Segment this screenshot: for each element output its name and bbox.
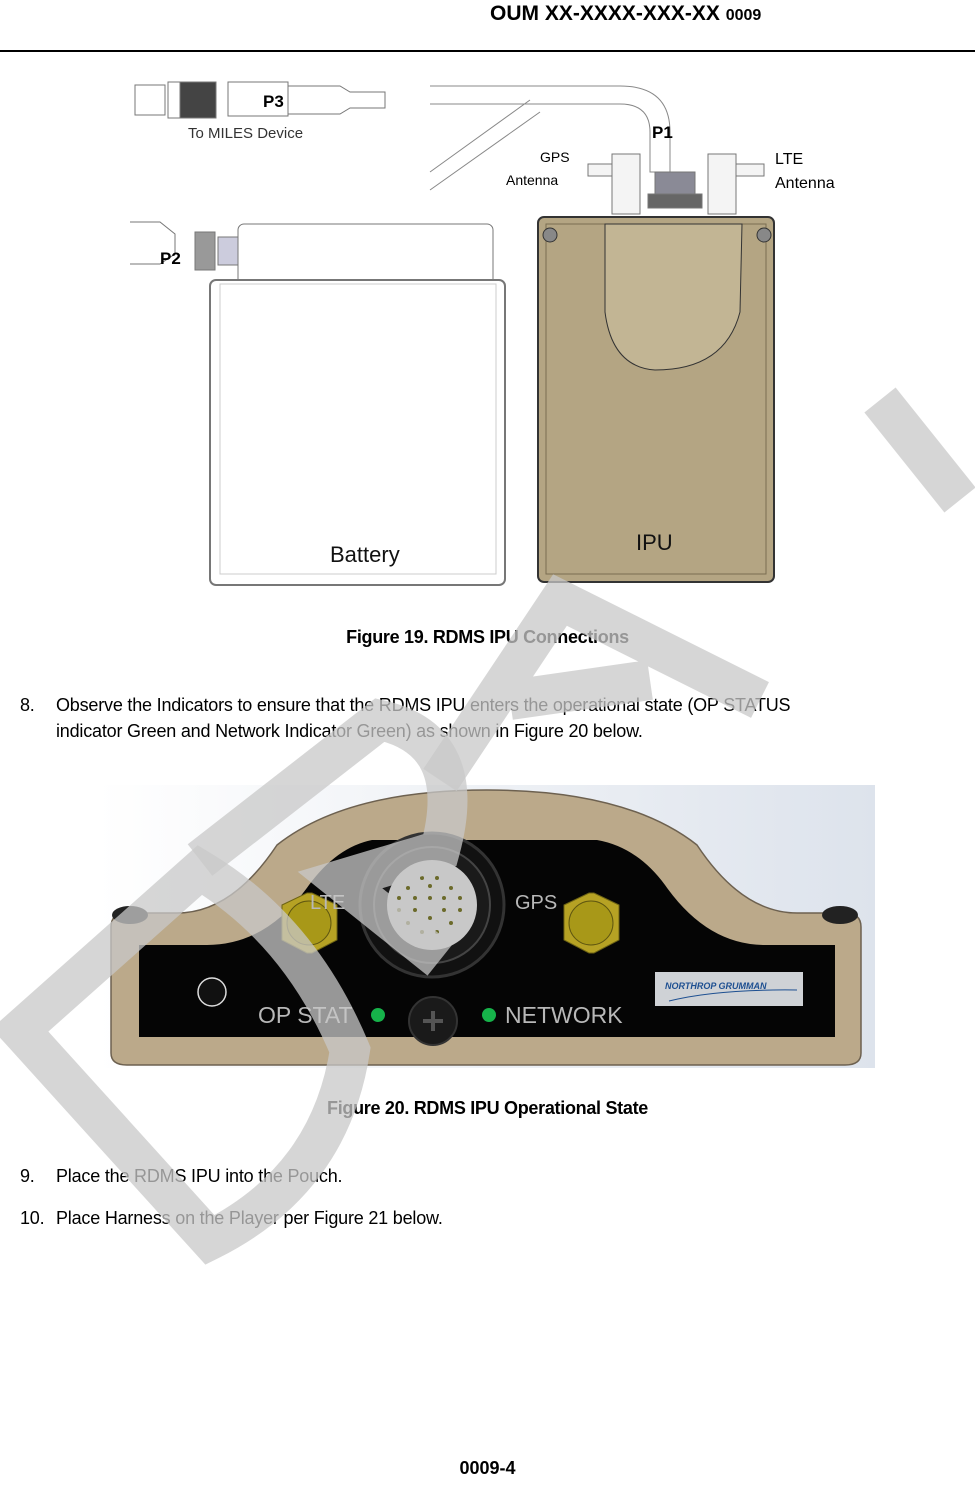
doc-id: OUM XX-XXXX-XXX-XX xyxy=(490,2,720,25)
network-led-icon xyxy=(482,1008,496,1022)
p3-label: P3 xyxy=(263,92,284,111)
p3-connector xyxy=(134,81,386,119)
brand-logo: NORTHROP GRUMMAN xyxy=(665,981,767,991)
lte-label: LTE xyxy=(310,892,345,914)
step-9: 9. Place the RDMS IPU into the Pouch. xyxy=(20,1163,960,1189)
network-label: NETWORK xyxy=(505,1002,623,1028)
figure-19-caption: Figure 19. RDMS IPU Connections xyxy=(346,627,629,647)
to-miles-label: To MILES Device xyxy=(188,125,303,142)
gps-antenna-label-2: Antenna xyxy=(506,172,558,188)
figure-20-caption: Figure 20. RDMS IPU Operational State xyxy=(327,1098,648,1118)
header-rule xyxy=(0,50,975,52)
gps-antenna-label-1: GPS xyxy=(540,149,570,165)
battery-illustration xyxy=(209,279,506,586)
p2-label: P2 xyxy=(160,249,181,268)
step-text-line-2: indicator Green and Network Indicator Gr… xyxy=(56,721,643,741)
step-text: Place Harness on the Player per Figure 2… xyxy=(56,1208,443,1228)
step-8: 8. Observe the Indicators to ensure that… xyxy=(20,692,960,744)
step-text: Place the RDMS IPU into the Pouch. xyxy=(56,1166,343,1186)
op-stat-label: OP STAT xyxy=(258,1002,353,1028)
p1-label: P1 xyxy=(652,123,673,142)
figure-20-ipu-operational-state: LTE GPS OP STAT NETWORK NORTHROP GRUMMAN xyxy=(97,785,875,1068)
document-header: OUM XX-XXXX-XXX-XX 0009 xyxy=(490,2,761,26)
ipu-label: IPU xyxy=(636,530,673,555)
brand-plate xyxy=(655,972,803,1006)
section-number: 0009 xyxy=(725,7,762,24)
page-number: 0009-4 xyxy=(459,1458,516,1478)
step-number: 8. xyxy=(20,695,35,715)
lte-antenna-label-2: Antenna xyxy=(775,175,835,192)
power-button-icon xyxy=(197,977,227,1007)
step-number: 10. xyxy=(20,1208,45,1228)
step-10: 10. Place Harness on the Player per Figu… xyxy=(20,1205,960,1231)
battery-label: Battery xyxy=(330,542,400,567)
gps-antenna-connector-icon xyxy=(563,892,620,954)
step-text-line-1: Observe the Indicators to ensure that th… xyxy=(56,695,791,715)
main-connector-icon xyxy=(358,831,506,979)
ipu-illustration xyxy=(537,216,775,583)
step-number: 9. xyxy=(20,1166,35,1186)
gps-label: GPS xyxy=(515,892,557,914)
figure-19-ipu-connections: P3 To MILES Device P1 GPS Antenna LTE An… xyxy=(130,81,835,586)
lte-antenna-label-1: LTE xyxy=(775,151,803,168)
op-stat-led-icon xyxy=(371,1008,385,1022)
